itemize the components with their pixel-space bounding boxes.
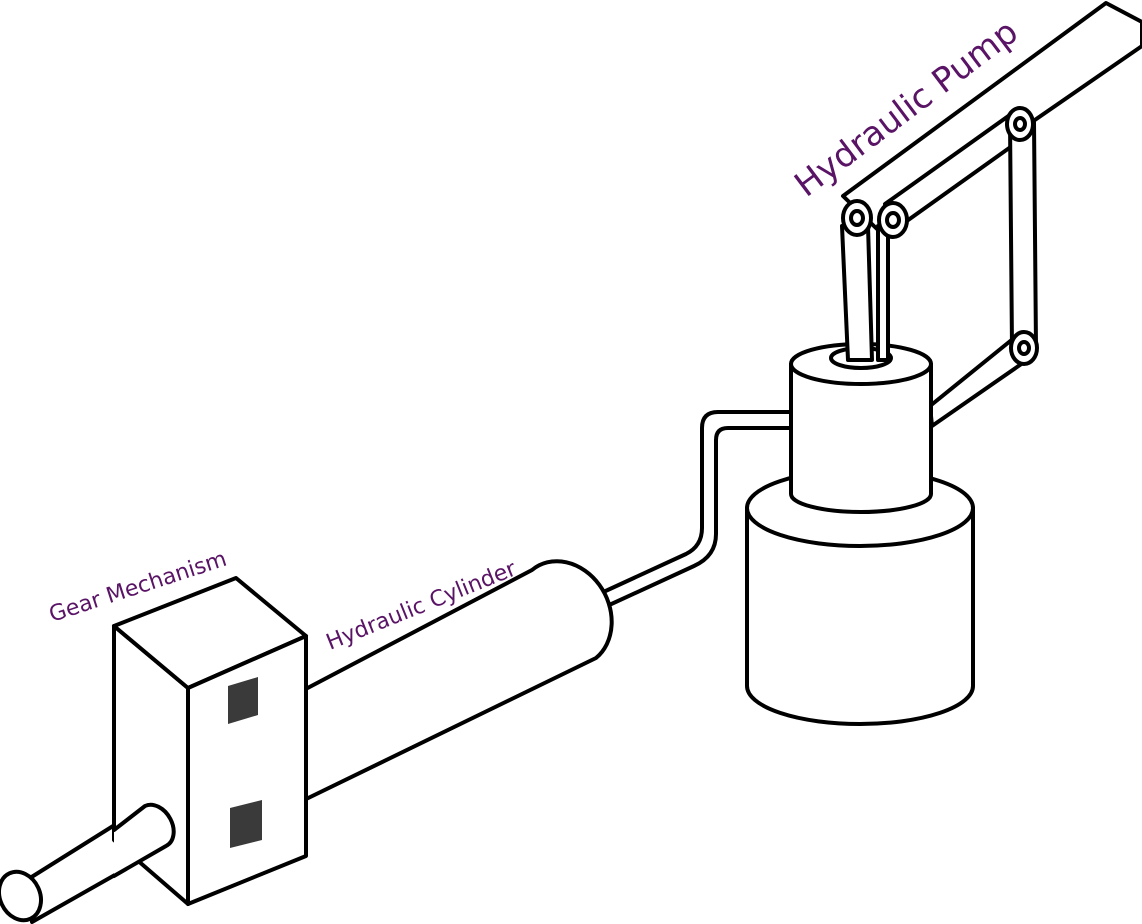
hydraulic-cylinder: [298, 559, 614, 804]
pivot-pin-left: [841, 199, 873, 237]
gear-box-window-upper: [228, 677, 258, 724]
pump-handle: [841, 1, 1142, 428]
pump-piston-rod: [840, 224, 874, 362]
pump-piston-rods: [840, 224, 890, 362]
pivot-pin-top-right: [1005, 106, 1035, 142]
hydraulic-hose: [584, 410, 792, 614]
pivot-pin-bottom-right: [1009, 330, 1039, 366]
pump-support-rod: [876, 224, 890, 362]
pump-vertical-link: [1008, 120, 1038, 350]
pump-pivots: [841, 106, 1039, 366]
gear-box-window-lower: [230, 800, 262, 848]
gear-box-front-face: [186, 634, 308, 906]
pivot-pin-center: [877, 201, 909, 239]
gear-mechanism-box: [112, 576, 308, 906]
pump-body: [789, 342, 933, 514]
